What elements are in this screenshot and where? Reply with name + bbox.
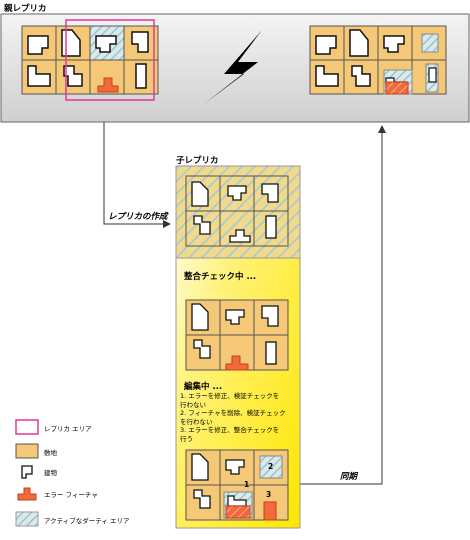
error-feature-swatch (17, 487, 37, 501)
parent-right-grid (309, 25, 447, 95)
building (131, 31, 149, 53)
integrity-grid (185, 299, 289, 371)
building (428, 67, 437, 83)
building (351, 65, 371, 87)
error-feature (385, 81, 409, 95)
legend-label-dirty-area: アクティブなダーティ エリア (44, 517, 130, 525)
step-line: 3. エラーを修正、整合チェックを (180, 426, 280, 434)
lightning-icon (204, 30, 262, 104)
parent-replica-title: 親レプリカ (4, 4, 47, 14)
building (27, 65, 51, 87)
create-replica-label: レプリカの作成 (108, 212, 168, 222)
step-line: 行わない (180, 400, 206, 409)
replica-area-swatch (15, 419, 39, 435)
legend (15, 419, 39, 527)
create-replica-arrow (103, 122, 171, 228)
integrity-check-title: 整合チェック中 ... (184, 272, 257, 282)
building (135, 63, 147, 89)
building-swatch (21, 465, 33, 479)
step-number-3: 3 (266, 490, 272, 499)
child-grid (185, 175, 289, 247)
step-line: 行う (180, 434, 193, 443)
legend-label-building: 建物 (44, 469, 57, 477)
legend-label-replica-area: レプリカ エリア (44, 425, 92, 433)
legend-label-parcel: 敷地 (44, 449, 57, 457)
step-line: を行わない (180, 417, 213, 426)
building (383, 35, 405, 53)
child-replica-title: 子レプリカ (176, 156, 219, 166)
building (315, 35, 337, 55)
parcel-swatch (15, 443, 39, 459)
building (315, 65, 339, 87)
sync-arrow (300, 125, 386, 485)
dirty-area-swatch (15, 511, 39, 527)
building (95, 35, 117, 53)
step-number-2: 2 (268, 462, 274, 471)
dirty-area (421, 33, 439, 53)
step-line: 2. フィーチャを削除、検証チェック (180, 409, 286, 417)
legend-label-error-feature: エラー フィーチャ (44, 491, 98, 499)
building (27, 35, 49, 55)
step-number-1: 1 (244, 480, 250, 489)
sync-label: 同期 (340, 472, 358, 482)
editing-title: 編集中 ... (184, 382, 223, 392)
editing-steps: 1. エラーを修正、検証チェックを 行わない 2. フィーチャを削除、検証チェッ… (180, 392, 298, 443)
replica-area (65, 19, 155, 101)
step-line: 1. エラーを修正、検証チェックを (180, 392, 280, 400)
building (349, 29, 369, 57)
editing-grid (185, 449, 289, 521)
parent-left-grid (21, 25, 159, 95)
error-feature (97, 77, 119, 93)
